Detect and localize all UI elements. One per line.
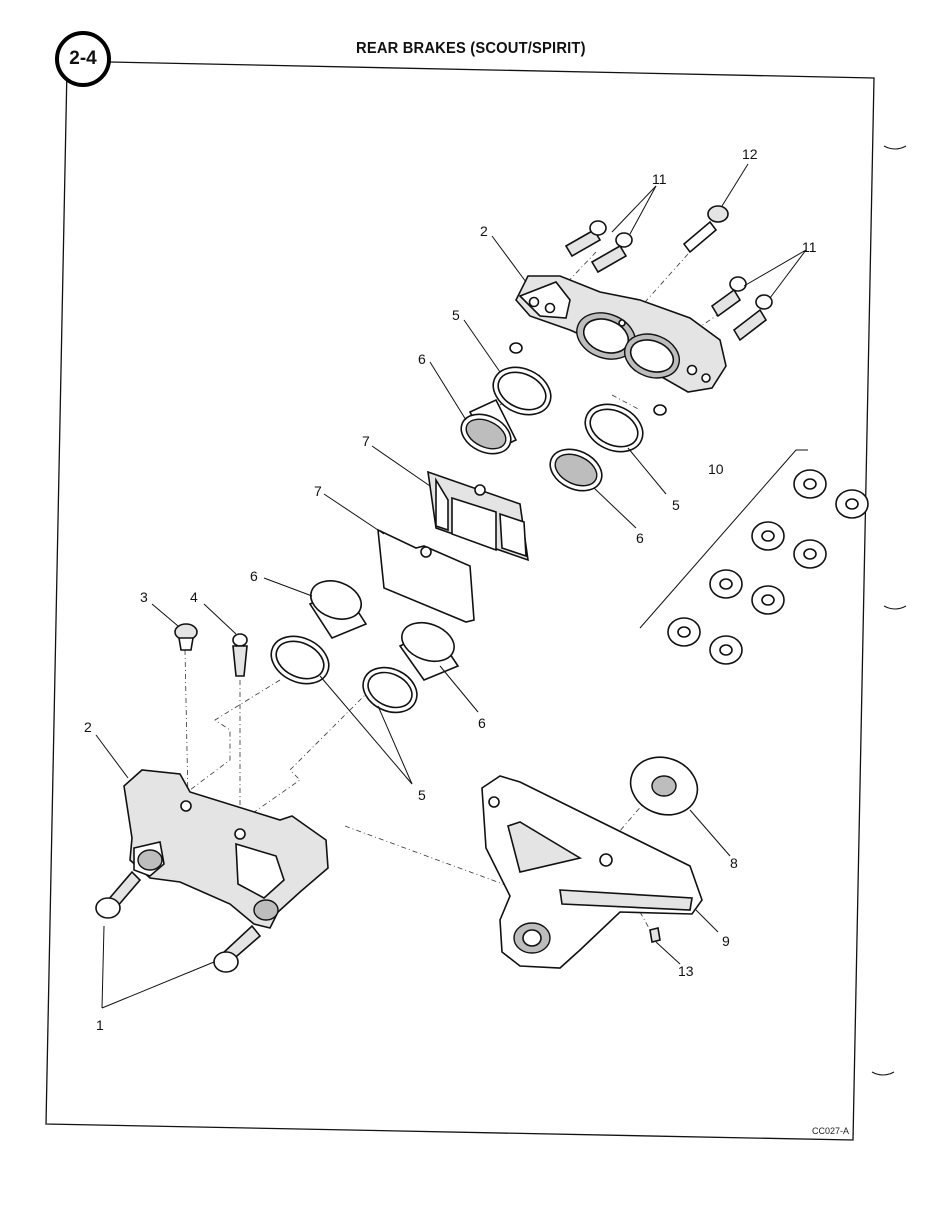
bolt-pair-upper-left bbox=[564, 220, 633, 274]
callout-3: 3 bbox=[140, 589, 148, 605]
upper-caliper-half bbox=[515, 275, 727, 393]
callout-13: 13 bbox=[678, 963, 694, 979]
callout-2-upper: 2 bbox=[480, 223, 488, 239]
bushing bbox=[629, 756, 699, 816]
piston-upper-2 bbox=[549, 448, 603, 492]
callout-5-upper-right: 5 bbox=[672, 497, 680, 513]
callout-5-upper-left: 5 bbox=[452, 307, 460, 323]
piston-upper-1 bbox=[460, 398, 518, 455]
page-number-badge: 2-4 bbox=[55, 31, 111, 87]
callout-6-lower-right: 6 bbox=[478, 715, 486, 731]
callout-12: 12 bbox=[742, 146, 758, 162]
caliper-bolt-2 bbox=[213, 924, 262, 973]
callout-6-lower-left: 6 bbox=[250, 568, 258, 584]
callout-4: 4 bbox=[190, 589, 198, 605]
binder-mark-3 bbox=[871, 1071, 895, 1076]
brake-pad-upper bbox=[427, 470, 529, 562]
figure-code: CC027-A bbox=[812, 1126, 849, 1136]
small-o-ring bbox=[509, 342, 523, 354]
callout-7-upper: 7 bbox=[362, 433, 370, 449]
plug bbox=[174, 623, 198, 651]
seal-upper-1 bbox=[492, 366, 552, 416]
page-number: 2-4 bbox=[69, 48, 97, 69]
piston-lower-1 bbox=[308, 580, 368, 639]
bolt-pair-right bbox=[710, 276, 773, 342]
bleed-bolt bbox=[682, 205, 729, 254]
callout-7-lower: 7 bbox=[314, 483, 322, 499]
small-o-ring-2 bbox=[653, 404, 667, 416]
callout-9: 9 bbox=[722, 933, 730, 949]
brake-pad-lower bbox=[377, 528, 475, 623]
callout-1: 1 bbox=[96, 1017, 104, 1033]
seal-upper-2 bbox=[584, 403, 644, 453]
piston-lower-2 bbox=[398, 621, 460, 681]
shim-set bbox=[639, 449, 869, 665]
caliper-bolt-1 bbox=[95, 870, 142, 919]
callout-6-upper-left: 6 bbox=[418, 351, 426, 367]
bleeder-valve bbox=[232, 633, 248, 677]
callout-5-lower: 5 bbox=[418, 787, 426, 803]
caliper-bracket bbox=[481, 775, 703, 969]
binder-mark-2 bbox=[883, 605, 907, 610]
callout-labels: 2 11 12 11 5 6 7 10 7 5 6 6 3 4 6 2 5 8 … bbox=[84, 146, 817, 1033]
lower-caliper-half bbox=[123, 769, 329, 929]
nut bbox=[649, 927, 661, 943]
leader-lines bbox=[95, 163, 807, 1009]
callout-11-upper: 11 bbox=[652, 171, 667, 187]
page-title: REAR BRAKES (SCOUT/SPIRIT) bbox=[356, 40, 586, 57]
callout-6-upper-right: 6 bbox=[636, 530, 644, 546]
seal-lower-1 bbox=[270, 635, 330, 685]
seal-lower-2 bbox=[362, 666, 418, 714]
page-frame bbox=[45, 61, 875, 1141]
binder-mark-1 bbox=[883, 145, 907, 150]
callout-11-right: 11 bbox=[802, 239, 817, 255]
callout-2-lower: 2 bbox=[84, 719, 92, 735]
callout-10: 10 bbox=[708, 461, 724, 477]
callout-8: 8 bbox=[730, 855, 738, 871]
